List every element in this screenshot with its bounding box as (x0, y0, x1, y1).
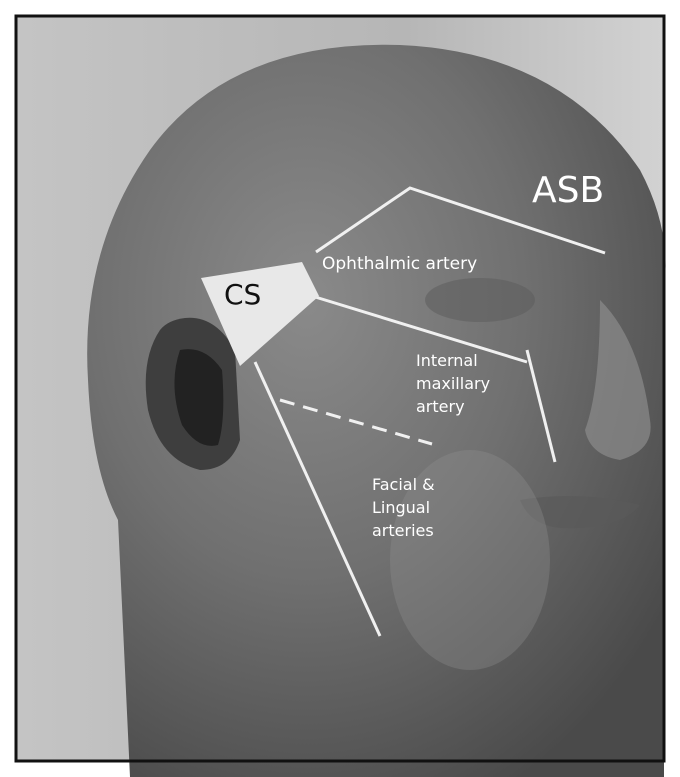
maxillary-line-1: Internal (416, 349, 490, 372)
facial-line-1: Facial & (372, 473, 435, 496)
internal-maxillary-artery-label: Internal maxillary artery (416, 349, 490, 418)
maxillary-line-2: maxillary (416, 372, 490, 395)
ophthalmic-artery-label: Ophthalmic artery (322, 254, 477, 274)
asb-label: ASB (532, 170, 604, 211)
facial-line-2: Lingual (372, 496, 435, 519)
facial-lingual-arteries-label: Facial & Lingual arteries (372, 473, 435, 542)
maxillary-line-3: artery (416, 395, 490, 418)
eye-region (425, 278, 535, 322)
cs-label: CS (224, 278, 261, 311)
facial-line-3: arteries (372, 519, 435, 542)
